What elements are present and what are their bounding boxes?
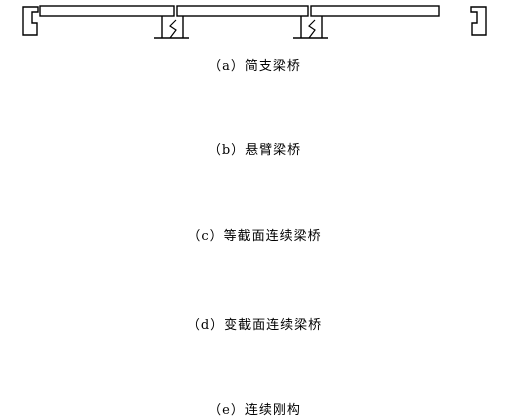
pier-2 [293,16,328,39]
caption-a: （a）简支梁桥 [208,59,301,74]
left-abutment [22,6,39,36]
caption-c: （c）等截面连续梁桥 [187,229,322,244]
diagram-a-simply-supported [22,5,487,39]
girder-span-3 [310,5,440,17]
pier-1 [154,16,189,39]
girder-span-2 [176,5,309,17]
right-abutment [470,6,487,36]
caption-d: （d）变截面连续梁桥 [186,318,323,333]
girder-span-1 [39,5,175,17]
caption-e: （e）连续刚构 [208,403,301,418]
caption-b: （b）悬臂梁桥 [207,143,302,158]
